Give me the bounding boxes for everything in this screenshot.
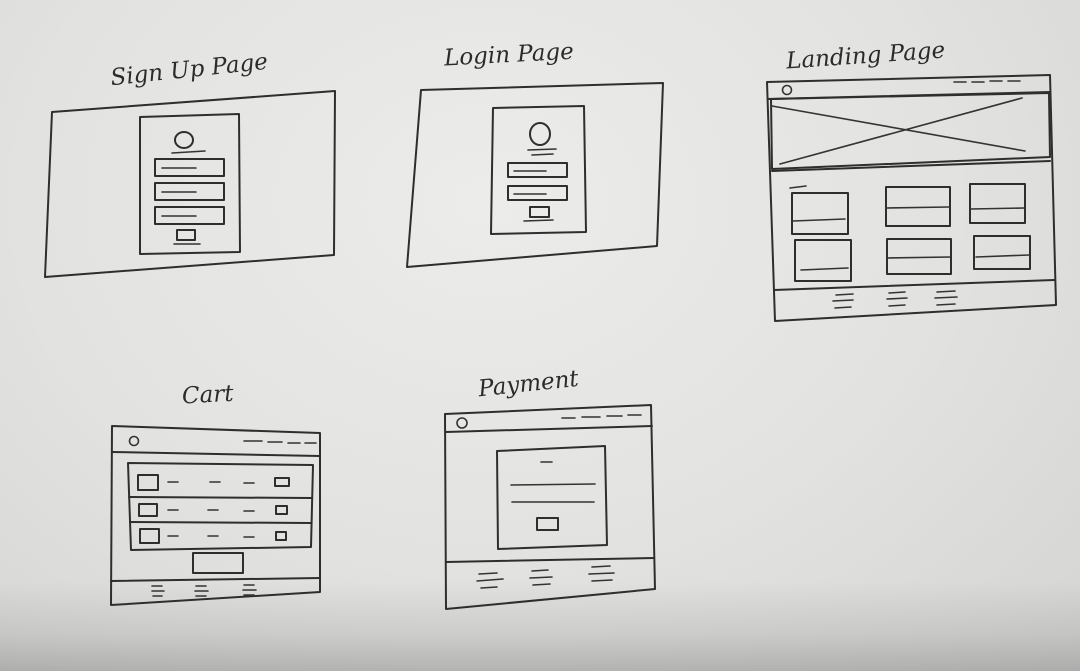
landing-screen-frame (766, 74, 1057, 322)
cart-logo (128, 435, 140, 447)
login-screen-frame (406, 82, 664, 268)
signup-field-2 (154, 182, 225, 201)
signup-field-1 (154, 158, 225, 177)
payment-title: Payment (476, 366, 581, 403)
login-form-card (490, 105, 587, 235)
landing-card-1 (791, 192, 849, 235)
landing-card-3 (969, 183, 1026, 224)
cart-title: Cart (181, 381, 235, 410)
cart-footer-links (151, 584, 257, 597)
landing-footer-links (832, 290, 958, 309)
login-field-username (507, 162, 568, 178)
signup-title: Sign Up Page (109, 49, 269, 91)
payment-pay-button (536, 517, 559, 531)
payment-wireframe: Payment (444, 366, 656, 610)
signup-form-card (139, 113, 241, 255)
login-wireframe: Login Page (406, 39, 664, 268)
signup-avatar (174, 131, 194, 149)
cart-row-2 (138, 503, 288, 517)
login-field-password (507, 185, 568, 201)
landing-card-6 (973, 235, 1031, 270)
landing-card-5 (886, 238, 952, 275)
landing-card-4 (794, 239, 852, 282)
landing-hero-image (770, 92, 1051, 170)
login-button (529, 206, 550, 218)
cart-row-1 (137, 474, 290, 491)
login-avatar (529, 122, 551, 146)
payment-logo (456, 417, 468, 429)
landing-card-2 (885, 186, 951, 227)
landing-wireframe: Landing Page (766, 37, 1057, 322)
cart-row-3 (139, 528, 287, 544)
cart-screen-frame (110, 425, 321, 606)
signup-wireframe: Sign Up Page (44, 49, 336, 278)
landing-logo (781, 84, 793, 96)
cart-checkout-button (192, 552, 244, 574)
paper-shadow (0, 581, 1080, 671)
signup-heading-line (171, 150, 206, 154)
payment-form-card (496, 445, 608, 550)
cart-wireframe: Cart (110, 381, 321, 606)
signup-button (176, 229, 196, 241)
payment-screen-frame (444, 404, 656, 610)
signup-field-3 (154, 206, 225, 225)
signup-screen-frame (44, 90, 336, 278)
payment-footer-links (476, 565, 615, 589)
landing-title: Landing Page (784, 37, 946, 74)
login-title: Login Page (442, 39, 574, 72)
